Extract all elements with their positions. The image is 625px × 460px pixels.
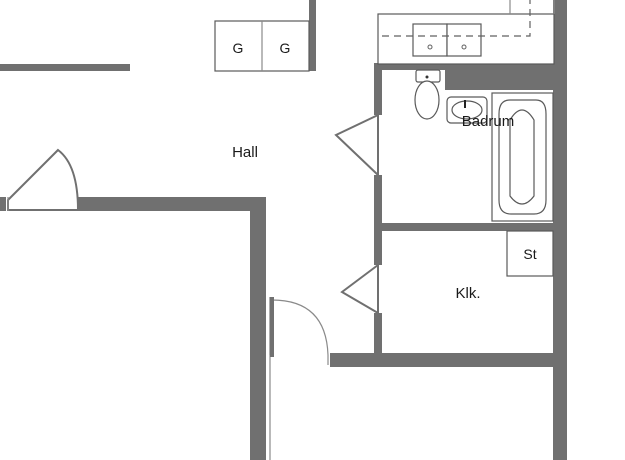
doors: [7, 113, 379, 365]
counter-dashed-line: [382, 0, 531, 37]
wall-bath-left-upper: [374, 70, 382, 115]
sink-left: [412, 23, 448, 57]
bottom-door-arc: [271, 299, 329, 356]
kitchen-counter: [377, 0, 555, 65]
closet-door: [340, 263, 379, 315]
room-label-closet: Klk.: [455, 285, 480, 302]
wall-bath-band: [445, 70, 553, 90]
storage-box: [506, 230, 554, 277]
wall-bath-left-lower: [374, 175, 382, 265]
toilet-bowl: [414, 80, 440, 120]
wall-counter-base: [374, 63, 554, 70]
sink-right: [446, 23, 482, 57]
wardrobes: G G: [214, 20, 310, 72]
storage-label: St: [523, 246, 536, 262]
walls: [0, 0, 567, 460]
wall-outer-right: [553, 0, 567, 460]
wall-wardrobe-right: [309, 0, 316, 71]
wall-left-stub: [0, 197, 6, 211]
wall-bath-closet-divider: [374, 223, 553, 231]
bathroom-fixtures: [414, 69, 554, 222]
left-door: [7, 148, 80, 211]
wardrobe-right-label: G: [280, 40, 291, 56]
room-labels: Hall Badrum Klk.: [232, 113, 514, 302]
storage: St: [506, 230, 554, 277]
wall-middle-vertical: [250, 197, 266, 460]
bathroom-door: [334, 113, 379, 178]
room-label-bathroom: Badrum: [462, 113, 515, 130]
room-label-hall: Hall: [232, 144, 258, 161]
wall-top-left: [0, 64, 130, 71]
wardrobe-left-label: G: [233, 40, 244, 56]
wall-closet-left-lower: [374, 313, 382, 355]
wall-middle: [78, 197, 266, 211]
wall-bottom-right: [330, 353, 553, 367]
